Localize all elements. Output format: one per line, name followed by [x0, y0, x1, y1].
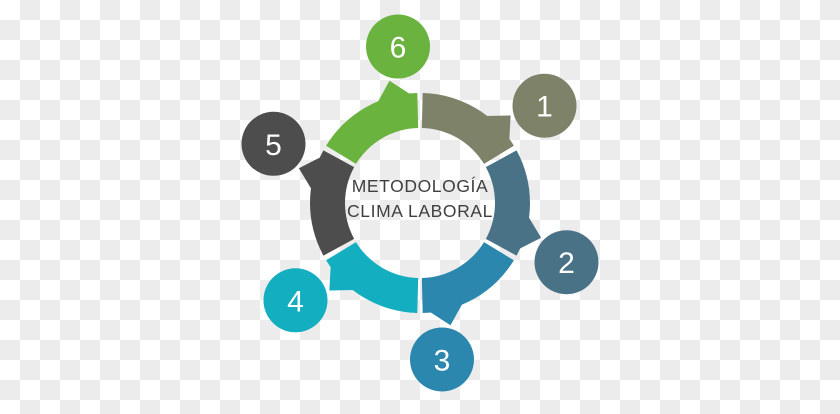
center-title: METODOLOGÍA CLIMA LABORAL — [347, 176, 493, 221]
arrow-icon-step-1 — [485, 115, 511, 141]
arrow-icon-step-5 — [298, 156, 322, 190]
ring-segment-3[interactable] — [421, 242, 514, 313]
step-number-label-1: 1 — [536, 91, 553, 124]
ring-segment-6[interactable] — [326, 93, 419, 164]
step-number-label-3: 3 — [434, 344, 451, 377]
ring-segments-group — [298, 80, 542, 326]
step-node-6[interactable] — [366, 14, 431, 79]
arrow-icon-step-2 — [518, 216, 542, 250]
step-number-label-5: 5 — [265, 129, 282, 162]
step-number-label-4: 4 — [287, 285, 304, 318]
step-node-5[interactable] — [241, 111, 306, 176]
step-number-label-6: 6 — [390, 32, 407, 65]
ring-segment-5[interactable] — [309, 150, 355, 256]
ring-segment-2[interactable] — [485, 150, 530, 256]
step-node-4[interactable] — [263, 268, 328, 333]
step-node-2[interactable] — [534, 230, 599, 295]
arrow-icon-step-6 — [377, 80, 411, 103]
arrow-icon-step-4 — [329, 265, 355, 291]
step-number-label-2: 2 — [558, 247, 575, 280]
center-title-line-1: METODOLOGÍA — [352, 176, 489, 196]
center-title-line-2: CLIMA LABORAL — [347, 201, 493, 221]
step-node-3[interactable] — [409, 327, 474, 392]
ring-segment-1[interactable] — [421, 93, 514, 164]
arrow-icon-step-3 — [429, 303, 463, 326]
step-nodes-group: 1 2 3 4 5 6 — [241, 14, 599, 392]
ring-segment-4[interactable] — [326, 242, 419, 313]
step-node-1[interactable] — [512, 73, 577, 138]
